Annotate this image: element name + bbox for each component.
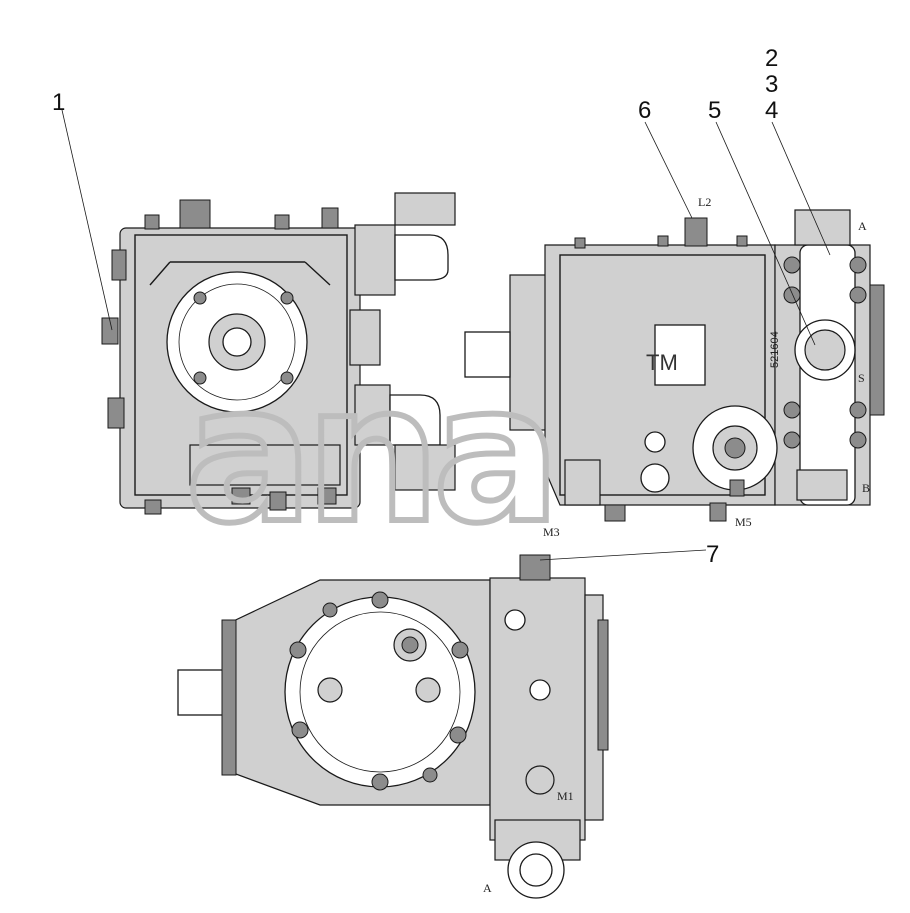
port-label-a-top: A — [858, 219, 867, 233]
watermark: ana — [185, 344, 553, 565]
callout-6: 6 — [638, 97, 651, 124]
port-label-s: S — [858, 371, 865, 385]
callout-4: 4 — [765, 97, 778, 124]
port-label-m5: M5 — [735, 515, 752, 529]
port-label-a-bottom: A — [483, 881, 492, 895]
port-label-m3: M3 — [543, 525, 560, 539]
callout-1: 1 — [52, 89, 65, 116]
serial-number: 521604 — [769, 331, 781, 368]
leader-lines — [61, 109, 831, 561]
port-label-m1: M1 — [557, 789, 574, 803]
callout-5: 5 — [708, 97, 721, 124]
left-view — [101, 192, 456, 515]
callout-3: 3 — [765, 71, 778, 98]
callout-2: 2 — [765, 45, 778, 72]
right-view — [464, 209, 885, 522]
port-label-l2: L2 — [698, 195, 711, 209]
nameplate-text: TM — [646, 350, 678, 375]
callout-7: 7 — [706, 541, 719, 568]
port-label-b: B — [862, 481, 870, 495]
bottom-view — [177, 554, 609, 899]
